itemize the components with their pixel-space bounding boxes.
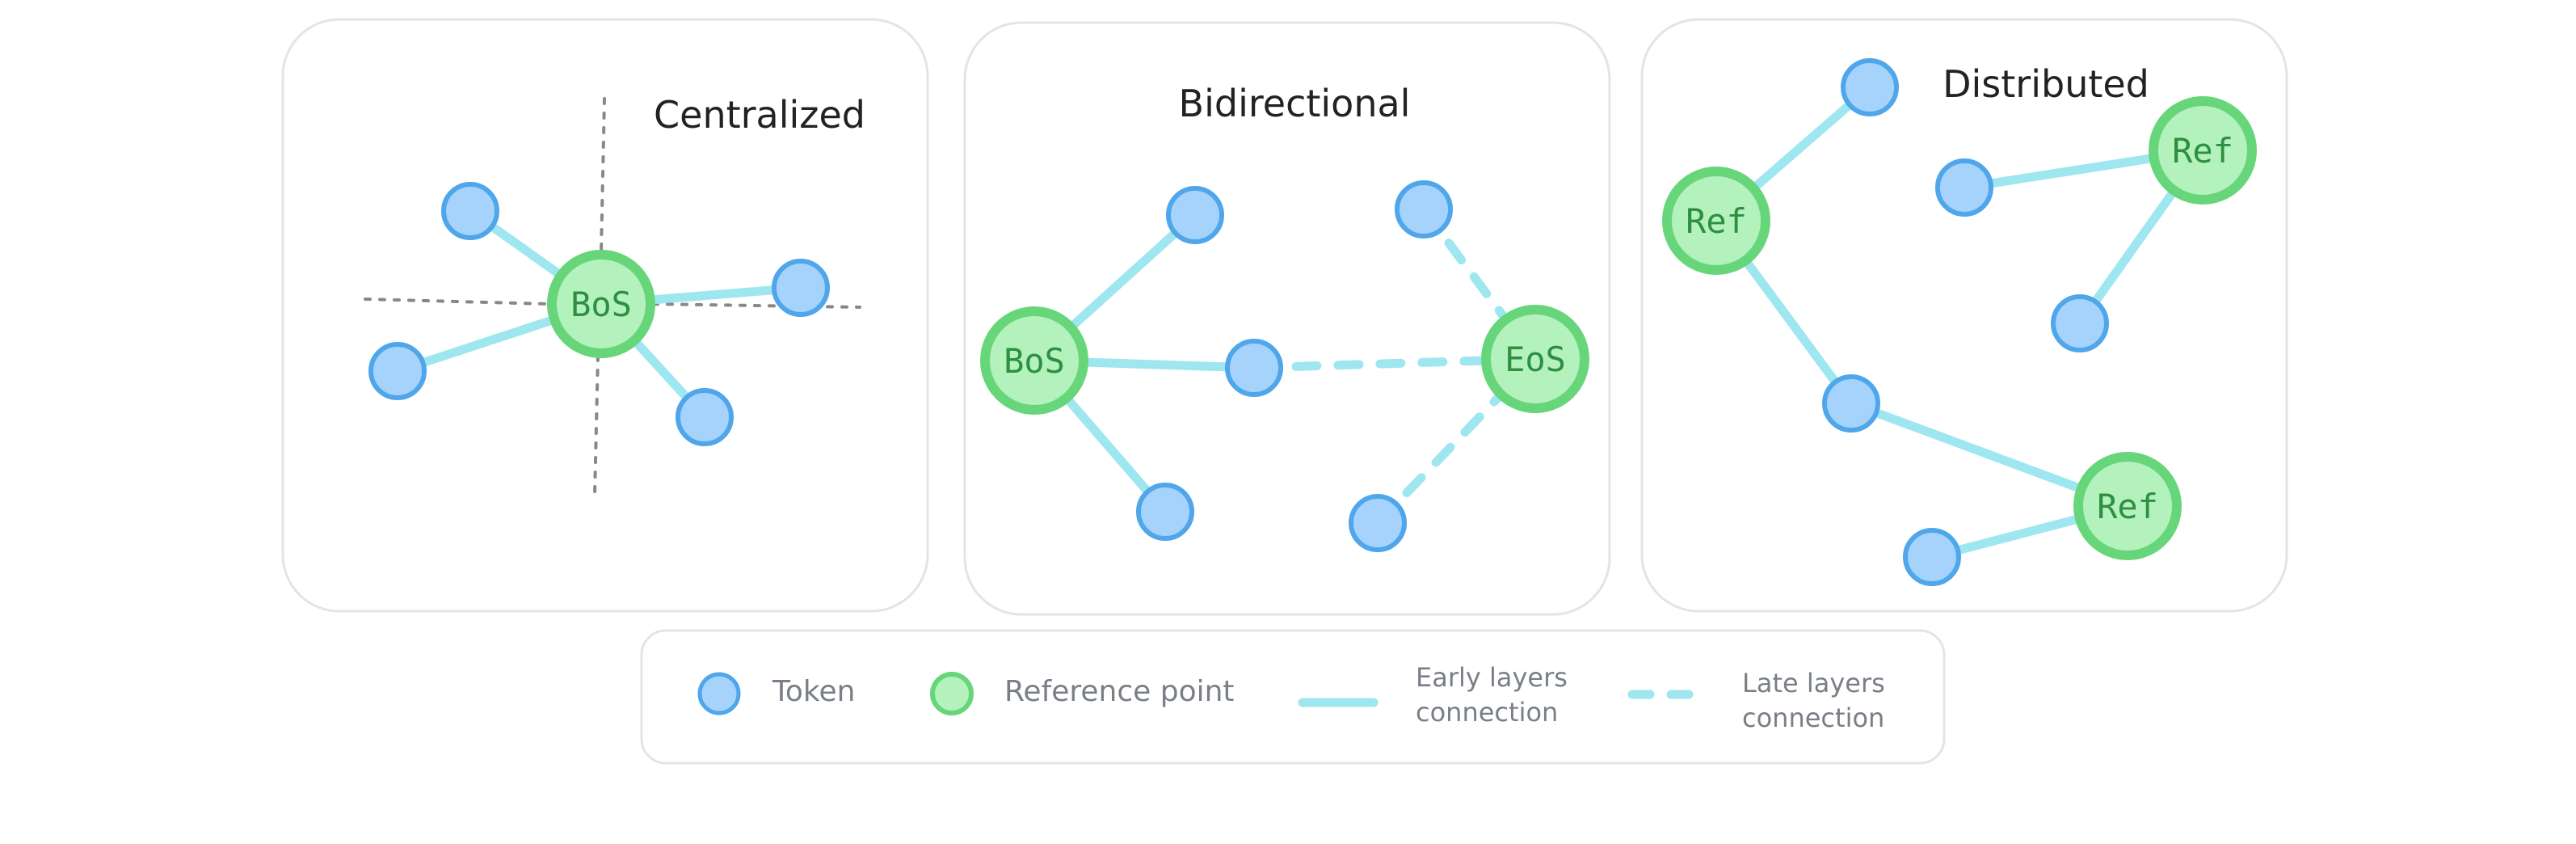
panel-distributed-title: Distributed [1943, 62, 2149, 106]
reference-node-label: BoS [570, 285, 632, 324]
token-node [676, 388, 734, 446]
late-connection [1419, 205, 1540, 364]
token-node [1395, 180, 1453, 238]
legend-early-label-line1: Early layers [1416, 662, 1568, 693]
reference-node-eos: EoS [1481, 305, 1589, 413]
token-node [2051, 294, 2109, 352]
legend-late-label-line2: connection [1742, 703, 1884, 733]
reference-node-label: Ref [2097, 487, 2158, 526]
token-node [1225, 339, 1283, 397]
panel-distributed: Distributed Ref Ref Ref [1640, 18, 2288, 613]
reference-node-bos: BoS [547, 250, 655, 358]
reference-node-label: Ref [1686, 201, 1747, 241]
axis-horizontal-left [364, 298, 551, 306]
reference-node-ref: Ref [1662, 167, 1770, 275]
reference-node-circle [547, 250, 655, 358]
token-node [1935, 158, 1993, 217]
reference-node-circle [2073, 452, 2182, 560]
token-node [1903, 528, 1961, 586]
axis-horizontal-right [651, 302, 861, 309]
axis-vertical-top [600, 97, 606, 254]
legend-item-reference: Reference point [930, 672, 1235, 715]
token-node [1822, 374, 1880, 433]
legend-late-label-line1: Late layers [1742, 668, 1885, 698]
legend-reference-swatch [930, 672, 974, 715]
reference-node-label: BoS [1004, 341, 1065, 381]
token-node [1166, 186, 1224, 244]
legend-item-late: Late layers connection [1627, 668, 1885, 733]
reference-node-circle [980, 306, 1088, 415]
legend-item-early: Early layers connection [1298, 662, 1568, 728]
legend-token-label: Token [772, 675, 855, 708]
legend-token-swatch [697, 672, 741, 715]
legend-frame [640, 629, 1946, 765]
reference-node-bos: BoS [980, 306, 1088, 415]
panel-bidirectional-title: Bidirectional [1179, 82, 1411, 125]
token-node [1136, 483, 1194, 541]
axis-vertical-bottom [593, 354, 600, 496]
panel-centralized: Centralized BoS [281, 18, 929, 613]
panel-bidirectional: Bidirectional BoS EoS [963, 21, 1611, 616]
legend-reference-label: Reference point [1004, 675, 1235, 708]
panel-centralized-title: Centralized [654, 93, 865, 137]
legend-early-label-line2: connection [1416, 697, 1558, 728]
reference-node-circle [2149, 96, 2257, 205]
reference-node-label: Ref [2172, 131, 2233, 171]
token-node [368, 342, 427, 400]
token-node [441, 182, 499, 240]
reference-node-circle [1481, 305, 1589, 413]
reference-node-ref: Ref [2073, 452, 2182, 560]
token-node [1841, 58, 1899, 116]
reference-node-circle [1662, 167, 1770, 275]
reference-node-label: EoS [1505, 340, 1566, 379]
legend-item-token: Token [697, 672, 855, 715]
token-node [1349, 494, 1407, 552]
token-node [772, 259, 830, 317]
reference-node-ref: Ref [2149, 96, 2257, 205]
legend: Token Reference point Early layers conne… [640, 629, 1946, 765]
